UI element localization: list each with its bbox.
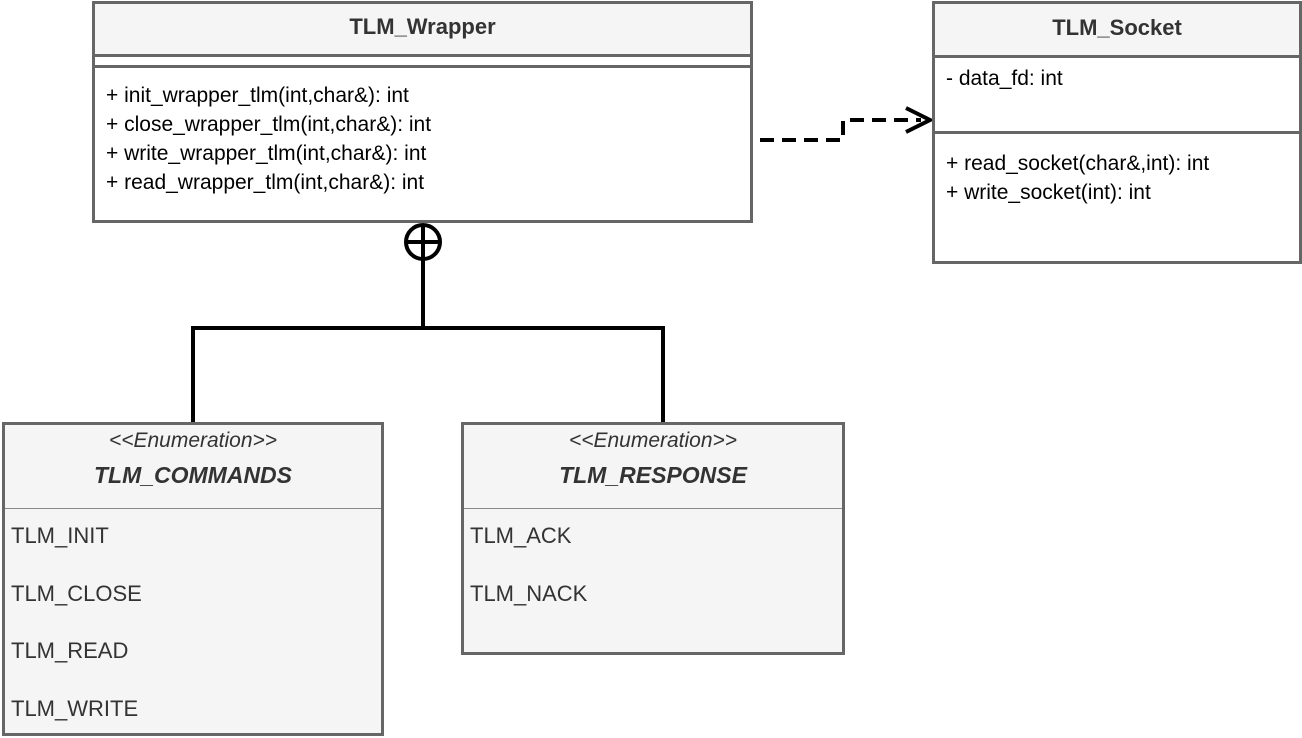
nesting-connector <box>191 223 665 424</box>
nesting-line-response <box>423 326 665 424</box>
class-tlm-socket-title: TLM_Socket <box>935 4 1299 58</box>
operation-write-wrapper-tlm: + write_wrapper_tlm(int,char&): int <box>106 142 427 165</box>
enum-tlm-response-header: <<Enumeration>> TLM_RESPONSE <box>464 425 842 509</box>
class-tlm-socket[interactable]: TLM_Socket - data_fd: int + read_socket(… <box>932 1 1302 264</box>
nesting-line-commands <box>191 259 425 424</box>
class-tlm-wrapper-attributes <box>95 57 750 68</box>
operation-close-wrapper-tlm: + close_wrapper_tlm(int,char&): int <box>106 113 432 136</box>
enum-value-tlm-close: TLM_CLOSE <box>11 581 142 606</box>
enum-value-tlm-read: TLM_READ <box>11 638 129 663</box>
enum-tlm-commands-header: <<Enumeration>> TLM_COMMANDS <box>5 425 381 509</box>
operation-read-wrapper-tlm: + read_wrapper_tlm(int,char&): int <box>106 171 425 194</box>
enum-value-tlm-write: TLM_WRITE <box>11 696 139 721</box>
operation-read-socket: + read_socket(char&,int): int <box>946 152 1210 175</box>
enum-value-tlm-ack: TLM_ACK <box>470 523 572 548</box>
class-tlm-wrapper-operations: + init_wrapper_tlm(int,char&): int + clo… <box>95 68 750 197</box>
class-tlm-socket-attributes: - data_fd: int <box>935 58 1299 134</box>
enum-value-tlm-init: TLM_INIT <box>11 523 109 548</box>
operation-init-wrapper-tlm: + init_wrapper_tlm(int,char&): int <box>106 84 409 107</box>
enum-tlm-commands[interactable]: <<Enumeration>> TLM_COMMANDS TLM_INIT TL… <box>2 422 384 736</box>
enum-tlm-response-name: TLM_RESPONSE <box>559 462 747 488</box>
class-tlm-wrapper[interactable]: TLM_Wrapper + init_wrapper_tlm(int,char&… <box>92 1 753 223</box>
dependency-arrowhead <box>905 106 935 134</box>
class-tlm-socket-operations: + read_socket(char&,int): int + write_so… <box>935 134 1299 207</box>
enum-tlm-response-stereotype: <<Enumeration>> <box>568 429 738 452</box>
enum-tlm-commands-stereotype: <<Enumeration>> <box>108 429 278 452</box>
attribute-data-fd: - data_fd: int <box>946 67 1063 90</box>
enum-value-tlm-nack: TLM_NACK <box>470 581 588 606</box>
operation-write-socket: + write_socket(int): int <box>946 181 1151 204</box>
enum-tlm-commands-name: TLM_COMMANDS <box>93 462 293 488</box>
enum-tlm-response[interactable]: <<Enumeration>> TLM_RESPONSE TLM_ACK TLM… <box>461 422 845 655</box>
dependency-line <box>760 118 921 142</box>
class-tlm-wrapper-title: TLM_Wrapper <box>95 4 750 57</box>
dependency-arrow <box>760 106 935 142</box>
